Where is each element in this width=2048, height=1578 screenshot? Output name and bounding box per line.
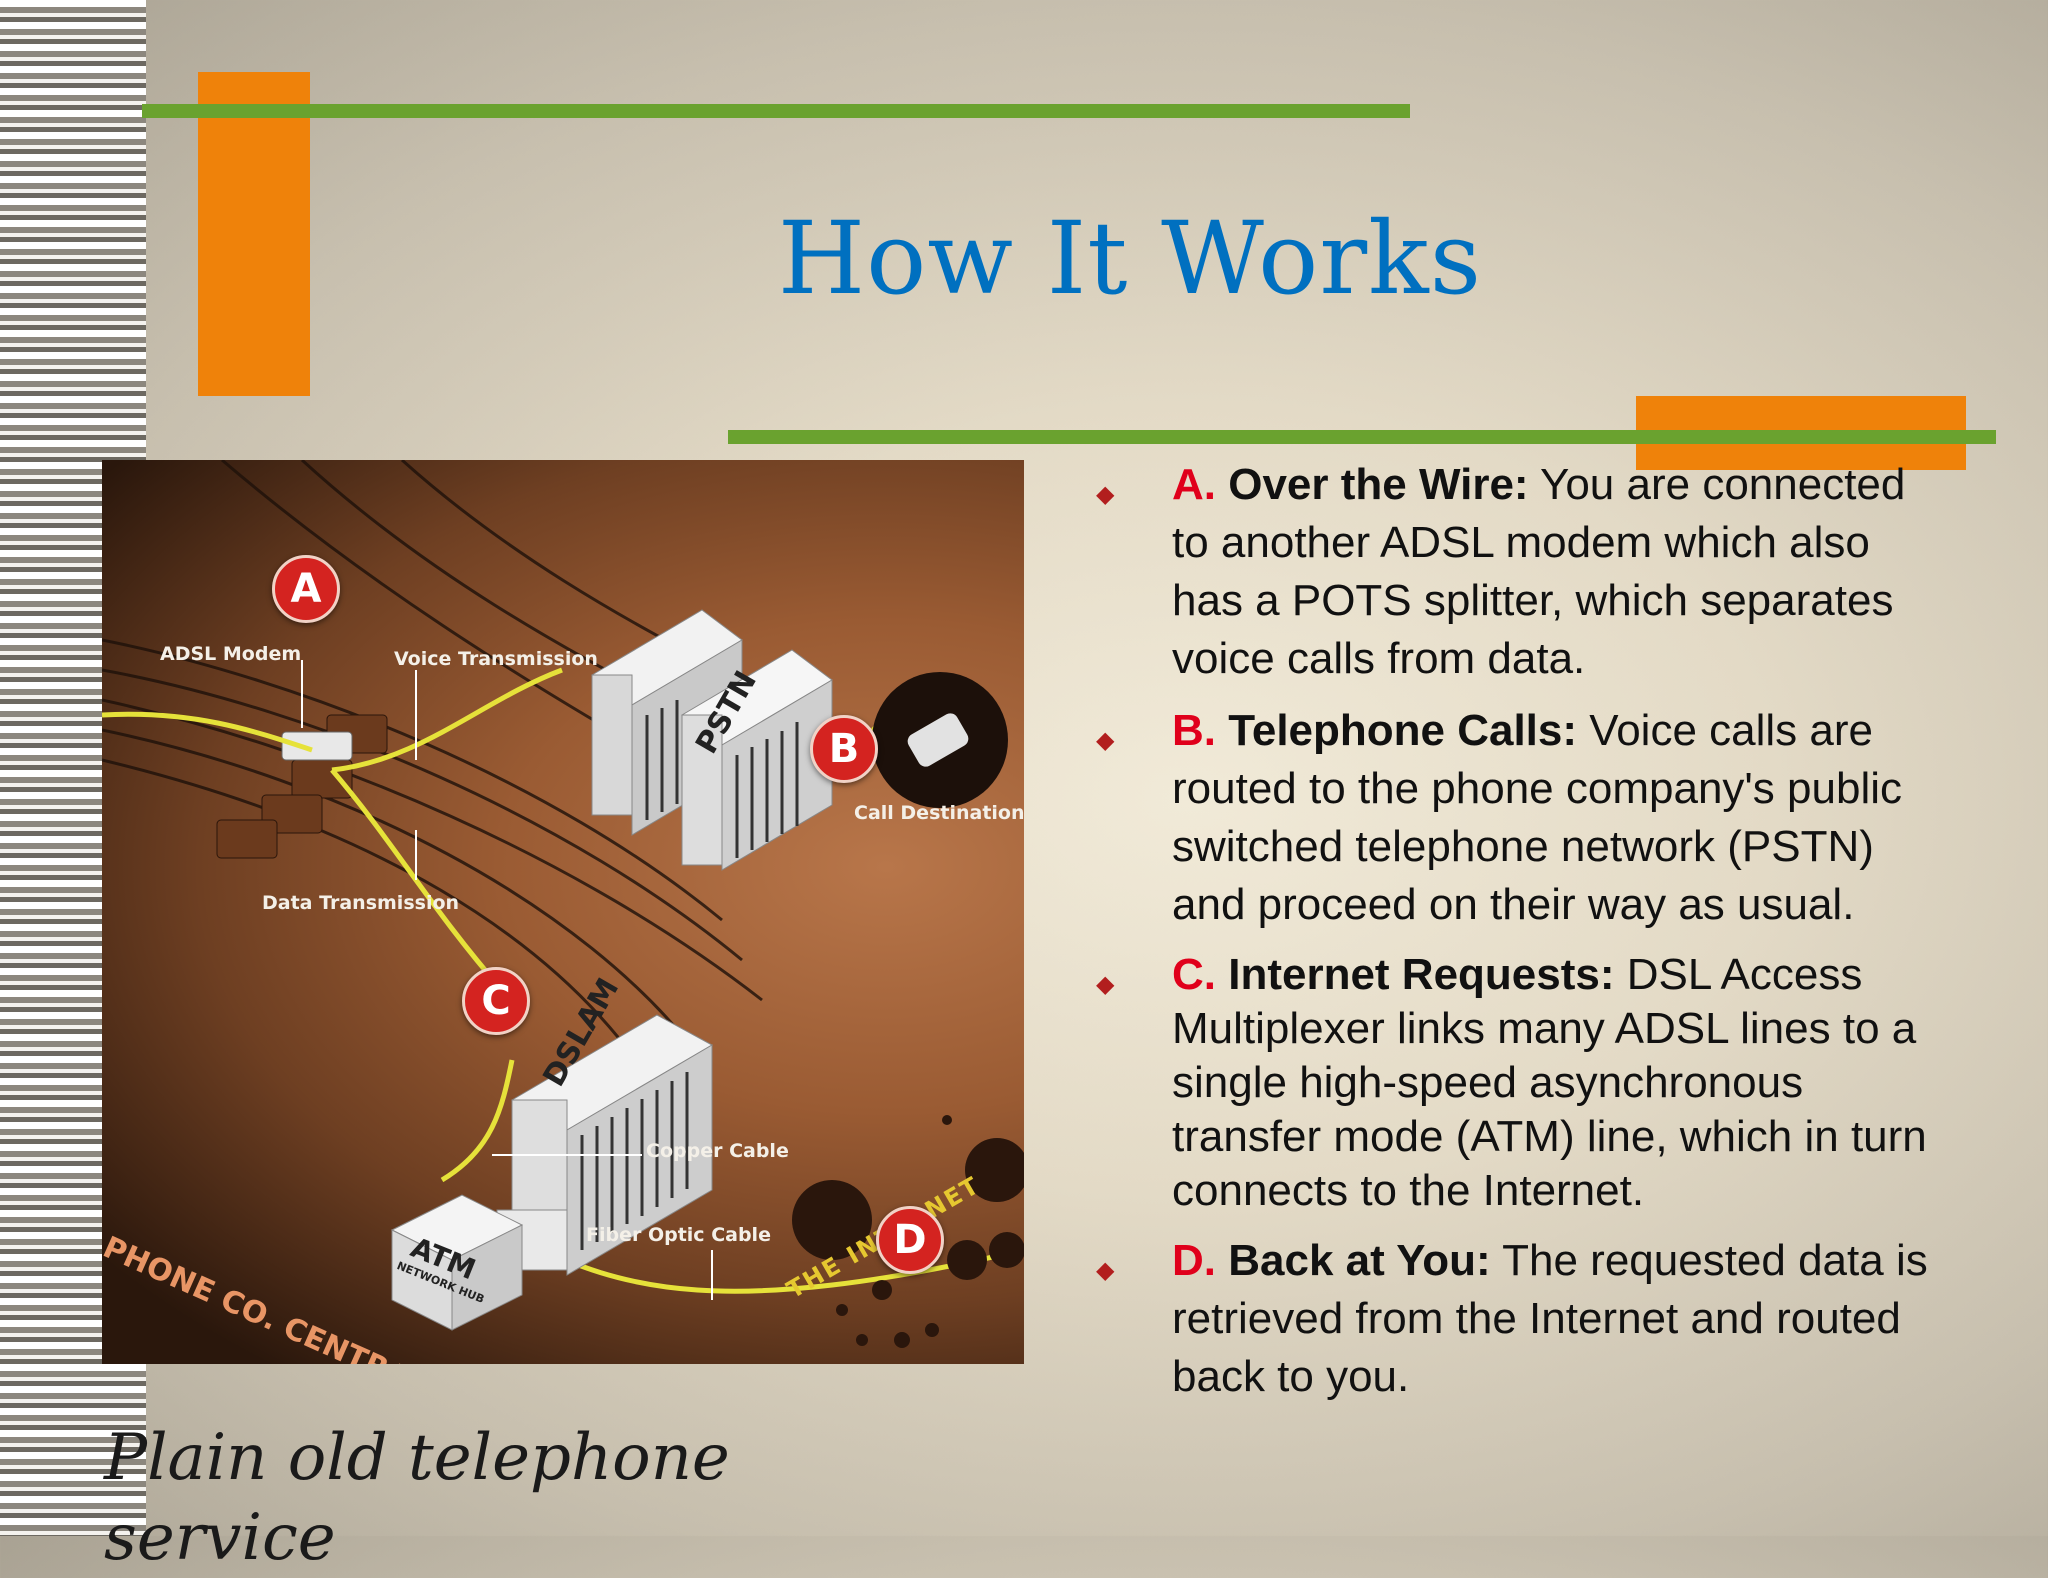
bullet-heading: Telephone Calls: <box>1228 706 1578 755</box>
marker-d: D <box>876 1206 944 1274</box>
illustration-drawing <box>102 460 1024 1348</box>
marker-c: C <box>462 967 530 1035</box>
bullet-letter: A. <box>1172 460 1216 509</box>
bullet-letter: D. <box>1172 1236 1216 1285</box>
bullet-heading: Over the Wire: <box>1228 460 1529 509</box>
label-call-destination: Call Destination <box>854 802 1024 824</box>
green-accent-line-top <box>142 104 1410 118</box>
label-voice-transmission: Voice Transmission <box>394 648 598 670</box>
green-accent-line-middle <box>728 430 1996 444</box>
bullet-item-c: ◆ C. Internet Requests: DSL Access Multi… <box>1096 948 1936 1218</box>
diamond-bullet-icon: ◆ <box>1096 1257 1115 1284</box>
marker-b: B <box>810 715 878 783</box>
bullet-text: You are connected to another ADSL modem … <box>1172 460 1906 683</box>
bullet-heading: Back at You: <box>1228 1236 1491 1285</box>
label-adsl-modem: ADSL Modem <box>160 643 302 665</box>
marker-a: A <box>272 555 340 623</box>
bullet-item-b: ◆ B. Telephone Calls: Voice calls are ro… <box>1096 702 1936 934</box>
diamond-bullet-icon: ◆ <box>1096 971 1115 998</box>
bullet-text: The requested data is retrieved from the… <box>1172 1236 1928 1401</box>
label-fiber-optic-cable: Fiber Optic Cable <box>586 1224 771 1246</box>
orange-accent-bar-vertical <box>198 72 310 396</box>
bullet-item-d: ◆ D. Back at You: The requested data is … <box>1096 1232 1936 1406</box>
bullet-heading: Internet Requests: <box>1228 950 1615 999</box>
slide-caption: Plain old telephone service <box>104 1421 730 1575</box>
diamond-bullet-icon: ◆ <box>1096 727 1115 754</box>
label-data-transmission: Data Transmission <box>262 892 460 914</box>
bullet-item-a: ◆ A. Over the Wire: You are connected to… <box>1096 456 1936 688</box>
diamond-bullet-icon: ◆ <box>1096 481 1115 508</box>
bullet-text: Voice calls are routed to the phone comp… <box>1172 706 1902 929</box>
adsl-diagram-illustration: ADSL Modem Voice Transmission Data Trans… <box>102 460 1024 1364</box>
label-copper-cable: Copper Cable <box>646 1140 789 1162</box>
slide-title: How It Works <box>777 200 1483 317</box>
bullet-letter: C. <box>1172 950 1216 999</box>
bullet-text: DSL Access Multiplexer links many ADSL l… <box>1172 950 1927 1215</box>
bullet-letter: B. <box>1172 706 1216 755</box>
bullet-list: ◆ A. Over the Wire: You are connected to… <box>1096 456 1936 1420</box>
